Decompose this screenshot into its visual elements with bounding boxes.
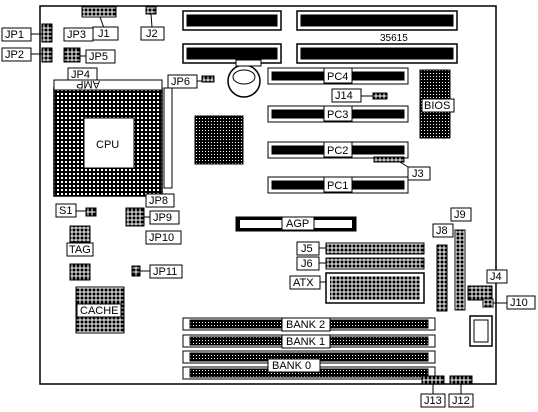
pc3-label: PC3 xyxy=(327,109,348,121)
jp5-label: JP5 xyxy=(89,51,108,63)
tag-label: TAG xyxy=(69,244,91,256)
bank0-label-box xyxy=(267,358,321,373)
jp11-label: JP11 xyxy=(153,266,177,278)
jp11-jumper xyxy=(131,265,141,277)
j14-label: J14 xyxy=(335,90,353,102)
pc1-label: PC1 xyxy=(327,180,348,192)
jp10-label-box xyxy=(145,230,182,245)
j5-connector xyxy=(325,242,425,255)
cpu-label: CPU xyxy=(96,139,119,151)
jp1-jumper xyxy=(41,23,53,43)
j1-connector xyxy=(81,6,117,18)
j10-label-box xyxy=(506,295,536,310)
j3-label-box xyxy=(407,166,431,181)
amp-label: AMP xyxy=(76,78,100,90)
j9-connector xyxy=(454,229,466,311)
jp9-label: JP9 xyxy=(153,212,172,224)
cache-label-box xyxy=(76,303,122,318)
j6-connector xyxy=(325,257,425,270)
j3-label: J3 xyxy=(412,168,424,180)
atx-power-connector xyxy=(325,272,425,304)
tag-sram xyxy=(69,225,91,281)
j14-connector xyxy=(372,92,388,100)
s1-label: S1 xyxy=(59,205,72,217)
agp-label: AGP xyxy=(286,218,309,230)
tag-label-box xyxy=(66,242,94,257)
j9-label-box xyxy=(450,207,472,222)
bank2-label: BANK 2 xyxy=(286,319,325,331)
j8-connector xyxy=(436,244,448,312)
j9-label: J9 xyxy=(454,209,466,221)
pc3-label-box xyxy=(323,105,353,122)
agp-label-box xyxy=(281,216,315,231)
jp4-label: JP4 xyxy=(71,69,90,81)
pc2-label-box xyxy=(323,141,353,158)
jp1-label: JP1 xyxy=(5,29,24,41)
j8-label-box xyxy=(432,223,454,238)
j10-label: J10 xyxy=(510,297,528,309)
pc2-label: PC2 xyxy=(327,145,348,157)
jp11-label-box xyxy=(149,264,183,279)
cpu-socket: AMP CPU xyxy=(53,78,173,197)
jp8-label-box xyxy=(145,193,175,208)
j4-label-box xyxy=(486,269,508,284)
pc1-label-box xyxy=(323,176,353,193)
battery xyxy=(227,59,262,98)
pc4-label-box xyxy=(323,67,353,84)
j1-label: J1 xyxy=(98,28,110,40)
jp3-jumper xyxy=(63,47,81,63)
jp6-jumper xyxy=(201,75,215,83)
j13-label: J13 xyxy=(424,395,442,407)
j13-connector xyxy=(421,375,445,385)
j4-connector xyxy=(467,285,493,301)
isa-slots xyxy=(182,10,458,64)
bios-label-box xyxy=(421,98,455,113)
j5-label: J5 xyxy=(301,243,313,255)
jp2-label: JP2 xyxy=(5,49,24,61)
jp8-jp9-jumpers xyxy=(125,207,145,227)
j2-label-box xyxy=(140,26,165,41)
jp10-label: JP10 xyxy=(149,232,174,244)
j4-label: J4 xyxy=(490,271,502,283)
jp6-label: JP6 xyxy=(171,76,190,88)
board-id-text: 35615 xyxy=(380,33,408,44)
j10-connector xyxy=(482,298,494,308)
j8-label: J8 xyxy=(436,225,448,237)
s1-switch xyxy=(85,207,97,217)
jp3-label-box xyxy=(63,27,94,42)
keyboard-connector xyxy=(469,315,493,347)
j12-label: J12 xyxy=(452,395,470,407)
chipset xyxy=(194,115,244,165)
bank2-label-box xyxy=(281,317,331,332)
atx-label: ATX xyxy=(293,277,314,289)
bank0-label: BANK 0 xyxy=(272,360,311,372)
cache-label: CACHE xyxy=(80,305,119,317)
j2-label: J2 xyxy=(146,28,158,40)
bank1-label-box xyxy=(281,334,331,349)
bank1-label: BANK 1 xyxy=(286,336,325,348)
jp3-label: JP3 xyxy=(67,29,86,41)
jp8-label: JP8 xyxy=(149,195,168,207)
jp2-jumper xyxy=(41,47,53,63)
j6-label: J6 xyxy=(301,258,313,270)
bios-label: BIOS xyxy=(424,100,450,112)
j12-connector xyxy=(449,375,473,385)
pc4-label: PC4 xyxy=(327,71,348,83)
j3-connector xyxy=(373,156,405,163)
j2-connector xyxy=(145,6,157,15)
